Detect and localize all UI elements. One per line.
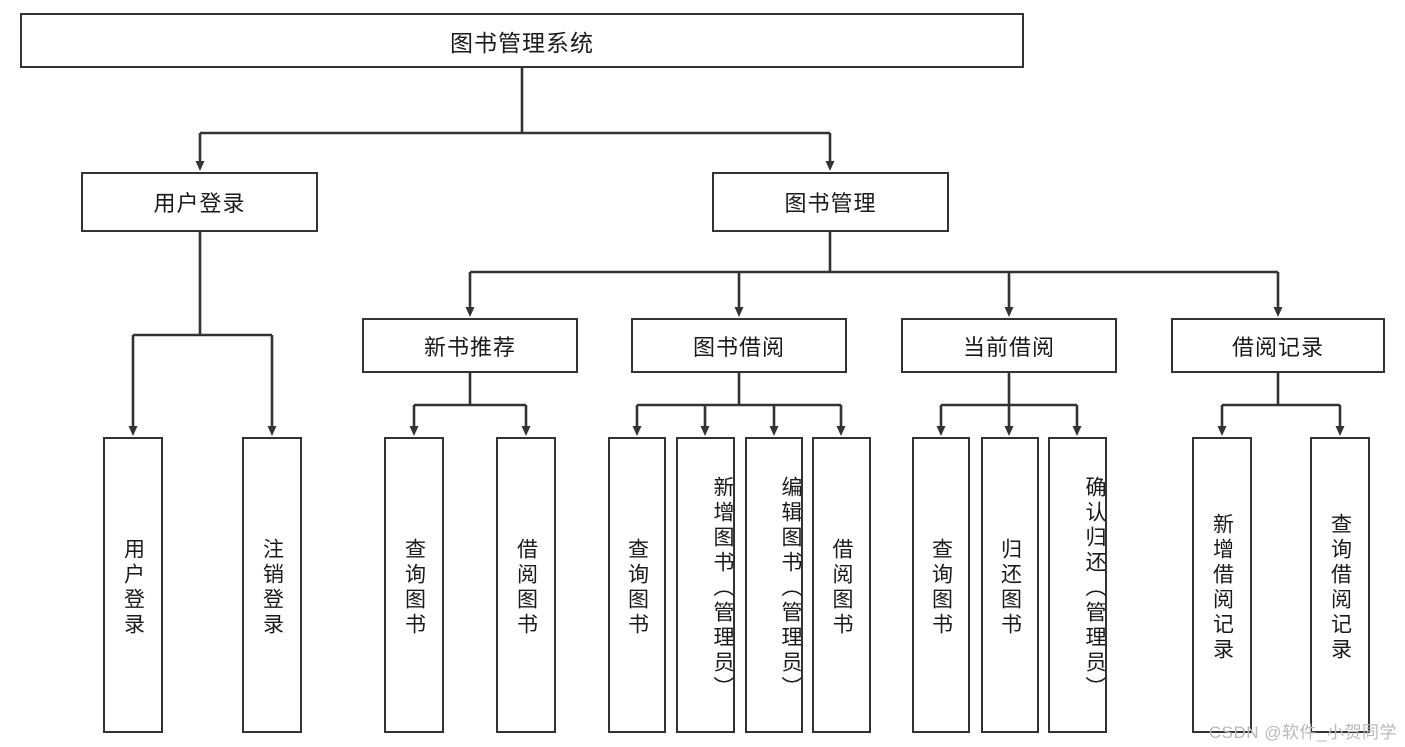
leaf-bb-query-book[interactable]: 查询图书 bbox=[608, 437, 666, 733]
leaf-logout-label: 注销登录 bbox=[260, 538, 284, 638]
leaf-logout[interactable]: 注销登录 bbox=[242, 437, 302, 733]
leaf-cb-return-book-label: 归还图书 bbox=[998, 538, 1022, 638]
node-book-borrow[interactable]: 图书借阅 bbox=[631, 318, 847, 373]
node-current-borrow[interactable]: 当前借阅 bbox=[901, 318, 1117, 373]
leaf-user-login-label: 用户登录 bbox=[121, 538, 145, 638]
leaf-bb-query-book-label: 查询图书 bbox=[625, 538, 649, 638]
leaf-cb-query-book[interactable]: 查询图书 bbox=[912, 437, 970, 733]
node-current-borrow-label: 当前借阅 bbox=[962, 334, 1055, 360]
node-user-login-label: 用户登录 bbox=[153, 191, 246, 216]
leaf-user-login[interactable]: 用户登录 bbox=[103, 437, 163, 733]
leaf-cb-confirm-return-label: 确认归还（管理员） bbox=[1083, 475, 1106, 701]
node-new-book-recommend-label: 新书推荐 bbox=[423, 334, 516, 360]
leaf-br-add-record-label: 新增借阅记录 bbox=[1210, 513, 1234, 663]
leaf-nb-query-book[interactable]: 查询图书 bbox=[384, 437, 444, 733]
node-borrow-record[interactable]: 借阅记录 bbox=[1171, 318, 1385, 373]
node-book-management-label: 图书管理 bbox=[784, 191, 877, 216]
leaf-nb-borrow-book[interactable]: 借阅图书 bbox=[496, 437, 556, 733]
leaf-cb-return-book[interactable]: 归还图书 bbox=[981, 437, 1039, 733]
leaf-bb-edit-book-label: 编辑图书（管理员） bbox=[779, 475, 802, 701]
leaf-nb-borrow-book-label: 借阅图书 bbox=[514, 538, 538, 638]
node-book-borrow-label: 图书借阅 bbox=[692, 334, 785, 360]
watermark-text: CSDN @软件_小贺同学 bbox=[1208, 723, 1397, 742]
leaf-br-query-record[interactable]: 查询借阅记录 bbox=[1310, 437, 1370, 733]
leaf-bb-add-book[interactable]: 新增图书（管理员） bbox=[676, 437, 735, 733]
leaf-nb-query-book-label: 查询图书 bbox=[402, 538, 426, 638]
node-root-label: 图书管理系统 bbox=[450, 29, 594, 56]
leaf-bb-add-book-label: 新增图书（管理员） bbox=[711, 475, 734, 701]
node-borrow-record-label: 借阅记录 bbox=[1231, 334, 1324, 360]
leaf-bb-borrow-book-label: 借阅图书 bbox=[830, 538, 853, 638]
node-book-management[interactable]: 图书管理 bbox=[712, 172, 949, 232]
leaf-cb-confirm-return[interactable]: 确认归还（管理员） bbox=[1048, 437, 1107, 733]
node-user-login[interactable]: 用户登录 bbox=[81, 172, 318, 232]
leaf-cb-query-book-label: 查询图书 bbox=[929, 538, 953, 638]
leaf-bb-edit-book[interactable]: 编辑图书（管理员） bbox=[745, 437, 803, 733]
node-new-book-recommend[interactable]: 新书推荐 bbox=[362, 318, 578, 373]
leaf-br-add-record[interactable]: 新增借阅记录 bbox=[1192, 437, 1252, 733]
node-root[interactable]: 图书管理系统 bbox=[20, 13, 1024, 68]
leaf-br-query-record-label: 查询借阅记录 bbox=[1328, 513, 1352, 663]
leaf-bb-borrow-book[interactable]: 借阅图书 bbox=[812, 437, 871, 733]
